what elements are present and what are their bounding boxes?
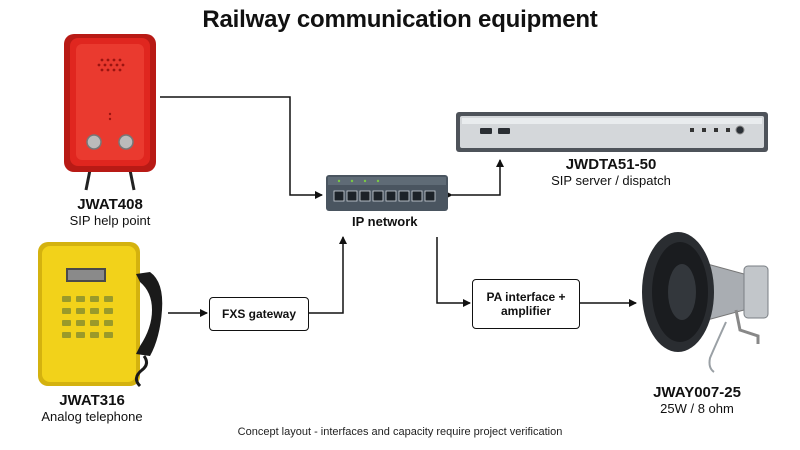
telephone-label: JWAT316 Analog telephone xyxy=(22,392,162,424)
server-image xyxy=(456,112,768,152)
horn-model: JWAY007-25 xyxy=(653,384,741,401)
server-label: JWDTA51-50 SIP server / dispatch xyxy=(531,156,691,188)
fxs-gateway-text: FXS gateway xyxy=(221,306,297,321)
line-network-to-pa xyxy=(436,237,471,307)
help-point-label: JWAT408 SIP help point xyxy=(40,196,180,228)
help-point-model: JWAT408 xyxy=(77,196,143,213)
pa-interface-box: PA interface + amplifier xyxy=(472,279,580,329)
horn-speaker-image xyxy=(642,232,769,373)
pa-interface-line2: amplifier xyxy=(500,304,551,318)
server-desc: SIP server / dispatch xyxy=(551,173,671,188)
diagram-title: Railway communication equipment xyxy=(202,6,598,33)
analog-telephone-image xyxy=(38,242,163,388)
horn-label: JWAY007-25 25W / 8 ohm xyxy=(622,384,772,416)
fxs-gateway-box: FXS gateway xyxy=(209,297,309,331)
footnote: Concept layout - interfaces and capacity… xyxy=(237,426,563,438)
telephone-model: JWAT316 xyxy=(59,392,125,409)
network-switch-image xyxy=(326,175,448,211)
line-fxs-to-network xyxy=(309,236,347,314)
help-point-image xyxy=(64,34,156,191)
horn-desc: 25W / 8 ohm xyxy=(660,401,734,416)
pa-interface-line1: PA interface + xyxy=(486,289,566,304)
server-model: JWDTA51-50 xyxy=(565,156,657,173)
line-helppoint-to-network xyxy=(160,96,323,199)
telephone-desc: Analog telephone xyxy=(41,409,143,424)
line-network-to-server xyxy=(445,159,504,199)
help-point-desc: SIP help point xyxy=(69,213,151,228)
ip-network-label: IP network xyxy=(352,214,418,229)
